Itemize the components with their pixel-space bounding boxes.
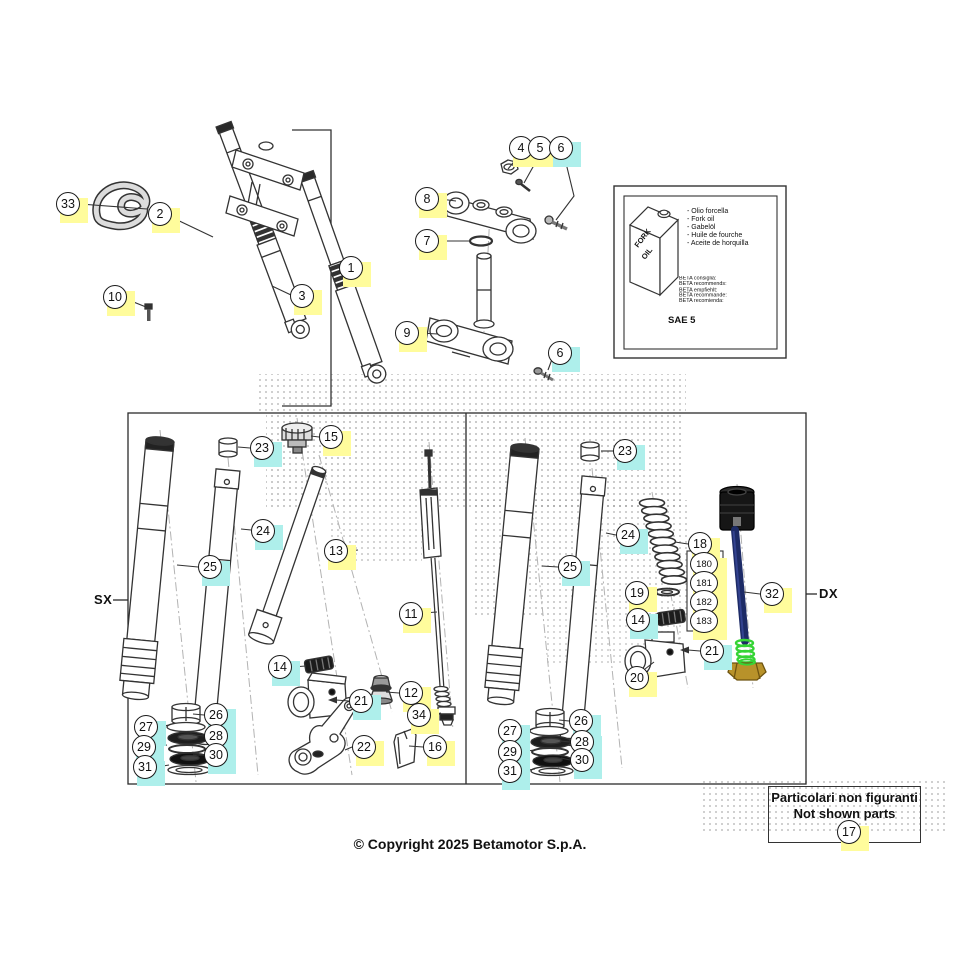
callout-number: 17: [837, 820, 861, 844]
callout-number: 18: [688, 532, 712, 556]
callout-number: 4: [509, 136, 533, 160]
oil-name-de: - Gabelöl: [687, 223, 716, 231]
pinch-bolt: [515, 178, 531, 193]
reco-en: BETA recommends:: [679, 281, 727, 288]
callout-number: 30: [570, 748, 594, 772]
callout-number: 20: [625, 666, 649, 690]
o-ring: [468, 235, 494, 247]
callout-number: 12: [399, 681, 423, 705]
callout-number: 10: [103, 285, 127, 309]
cartridge-assembly-colored: [719, 485, 767, 681]
dx-label: DX: [819, 586, 839, 601]
rebound-adjuster: [369, 674, 393, 705]
not-shown-parts-box: Particolari non figuranti Not shown part…: [768, 786, 921, 843]
bottom-valve: [437, 706, 456, 726]
oil-name-list: - Olio forcella - Fork oil - Gabelöl - H…: [687, 208, 748, 248]
outer-tube-dx: [484, 443, 540, 706]
callout-number: 15: [319, 425, 343, 449]
fork-strap: [92, 181, 151, 231]
clamp-bolt-upper: [544, 215, 568, 231]
seal-stack-sx: [166, 702, 211, 776]
callout-number: 2: [148, 202, 172, 226]
oil-name-en: - Fork oil: [687, 215, 715, 223]
callout-number: 19: [625, 581, 649, 605]
reco-fr: BETA recommande:: [679, 293, 727, 299]
callout-number: 25: [558, 555, 582, 579]
callout-number: 25: [198, 555, 222, 579]
callout-number: 9: [395, 321, 419, 345]
callout-number: 31: [133, 755, 157, 779]
oil-recommendation-list: BETA consiglia: BETA recommends: BETA em…: [679, 276, 727, 304]
fork-spring: [638, 497, 688, 585]
copyright-line: © Copyright 2025 Betamotor S.p.A.: [353, 836, 587, 852]
slide-bushing-sx: [303, 655, 335, 674]
not-shown-line-en: Not shown parts: [793, 806, 896, 821]
callout-number: 30: [204, 743, 228, 767]
upper-triple-clamp: [442, 191, 537, 244]
callout-number: 24: [251, 519, 275, 543]
assembled-triple-clamps: [225, 141, 305, 237]
callout-number: 26: [569, 709, 593, 733]
oil-can: [628, 206, 680, 297]
callout-number: 24: [616, 523, 640, 547]
callout-number: 6: [549, 136, 573, 160]
parts-panel: [113, 412, 817, 785]
callout-number: 8: [415, 187, 439, 211]
callout-number: 3: [290, 284, 314, 308]
callout-number: 13: [324, 539, 348, 563]
spring-washer: [654, 587, 680, 597]
reco-es: BETA recomienda:: [679, 298, 724, 305]
slide-bushing-dx: [655, 608, 686, 627]
callout-number: 34: [407, 703, 431, 727]
fork-cap: [281, 422, 313, 454]
callout-number: 21: [349, 689, 373, 713]
reco-de: BETA empfiehlt:: [679, 287, 718, 293]
callout-number: 14: [626, 608, 650, 632]
oil-grade: SAE 5: [668, 315, 696, 326]
guide-bushing-sx: [218, 437, 238, 458]
callout-number: 14: [268, 655, 292, 679]
callout-number: 33: [56, 192, 80, 216]
callout-number: 16: [423, 735, 447, 759]
oil-name-es: - Aceite de horquilla: [687, 239, 749, 247]
oil-info-box: FORK OIL: [613, 185, 787, 359]
brake-caliper-bracket: [288, 696, 358, 775]
fork-guard-plate: [393, 728, 417, 769]
assembled-fork-group: [92, 120, 387, 407]
triple-clamp-exploded: [425, 159, 568, 382]
lower-triple-clamp: [425, 252, 514, 365]
clamp-bolt-lower: [533, 367, 554, 382]
guide-bushing-dx: [580, 441, 600, 462]
callout-number: 183: [690, 609, 718, 633]
cartridge-tube: [247, 465, 327, 645]
callout-number: 7: [415, 229, 439, 253]
dx-fork-exploded: [484, 441, 767, 777]
fork-leg-right: [297, 169, 387, 384]
callout-number: 23: [613, 439, 637, 463]
callout-number: 31: [498, 759, 522, 783]
oil-name-fr: - Huile de fourche: [687, 231, 743, 239]
outer-tube-sx: [119, 436, 175, 701]
sx-label: SX: [94, 592, 113, 607]
callout-number: 11: [399, 602, 423, 626]
callout-number: 1: [339, 256, 363, 280]
damper-rod: [419, 449, 456, 726]
oil-name-it: - Olio forcella: [687, 208, 729, 215]
callout-number: 32: [760, 582, 784, 606]
callout-number: 23: [250, 436, 274, 460]
callout-number: 6: [548, 341, 572, 365]
not-shown-line-it: Particolari non figuranti: [771, 790, 918, 805]
callout-number: 22: [352, 735, 376, 759]
reco-it: BETA consiglia:: [679, 276, 717, 282]
callout-number: 21: [700, 639, 724, 663]
